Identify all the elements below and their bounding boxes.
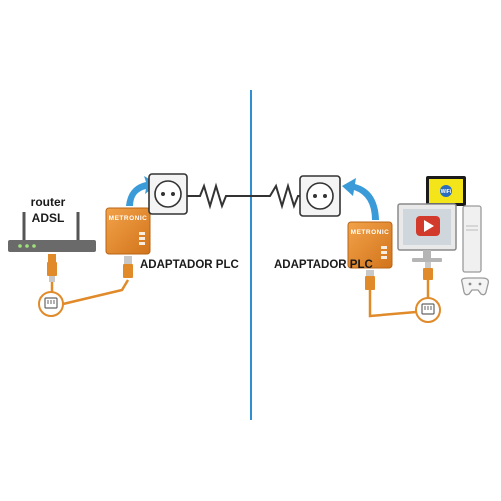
- plc-adapter-right: METRONIC: [347, 221, 393, 269]
- console-tower-icon: [462, 205, 482, 273]
- adapter-brand-left: METRONIC: [109, 215, 148, 222]
- router-label-line2: ADSL: [32, 211, 65, 225]
- plc-adapter-left: METRONIC: [105, 207, 151, 255]
- router-label-line1: router: [31, 195, 66, 209]
- ethernet-plug-icon: [423, 262, 433, 280]
- computer-icon: [397, 203, 457, 262]
- ethernet-port-icon: [38, 291, 64, 317]
- tv-badge-text: WiFi: [441, 189, 452, 195]
- ethernet-plug-icon: [365, 270, 375, 290]
- ethernet-port-icon: [415, 297, 441, 323]
- ethernet-cable-right: [368, 290, 417, 318]
- ethernet-plug-icon: [123, 256, 133, 278]
- game-console-icon: [460, 277, 490, 296]
- ethernet-plug-icon: [47, 254, 57, 282]
- adapter-label-left: ADAPTADOR PLC: [140, 259, 239, 271]
- wall-socket-icon-right: [299, 175, 341, 217]
- adapter-label-right: ADAPTADOR PLC: [274, 259, 373, 271]
- power-line: [186, 182, 312, 210]
- wall-socket-icon-left: [148, 173, 188, 215]
- router-icon: [8, 212, 96, 252]
- ethernet-cable-left: [62, 279, 130, 306]
- tv-icon: WiFi: [426, 176, 466, 210]
- adapter-brand-right: METRONIC: [351, 229, 390, 236]
- arrow-icon-right: [342, 178, 379, 220]
